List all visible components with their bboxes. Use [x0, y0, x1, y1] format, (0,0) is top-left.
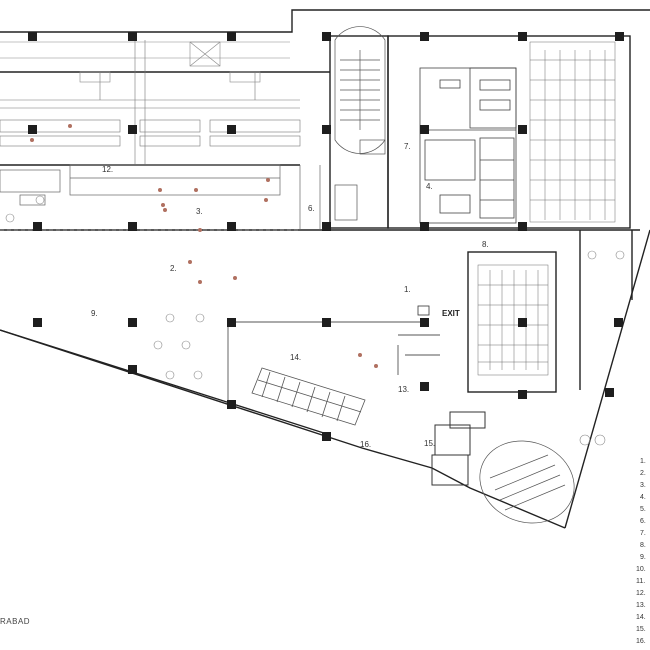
room-label-9: 9. [91, 309, 98, 318]
seating-rows-upper-left [0, 40, 301, 165]
legend-number: 13. [636, 602, 646, 609]
theatre-seating-8 [477, 264, 549, 376]
legend-number: 11. [636, 578, 645, 585]
room-label-4: 4. [426, 182, 433, 191]
table-groups [5, 195, 625, 446]
room-label-2: 2. [170, 264, 177, 273]
stair-core-bottom [479, 440, 575, 524]
footer-location-text: RABAD [0, 617, 30, 626]
legend-number: 1. [640, 458, 646, 465]
room-label-8: 8. [482, 240, 489, 249]
legend-number: 15. [636, 626, 646, 633]
auditorium-seating-top [529, 41, 616, 223]
people-figures [30, 124, 378, 368]
legend-number: 3. [640, 482, 646, 489]
legend-number: 6. [640, 518, 646, 525]
room-label-14: 14. [290, 353, 301, 362]
legend-number: 12. [636, 590, 646, 597]
room-label-15: 15. [424, 439, 435, 448]
room-label-13: 13. [398, 385, 409, 394]
lift-core [431, 411, 486, 486]
legend-number: 7. [640, 530, 646, 537]
stair-core-center [334, 26, 386, 221]
room-label-12: 12. [102, 165, 113, 174]
room-label-7: 7. [404, 142, 411, 151]
structural-columns [28, 32, 624, 441]
room-label-16: 16. [360, 440, 371, 449]
escalator [251, 367, 366, 426]
restroom-block [419, 67, 517, 224]
upper-left-structure [0, 41, 290, 83]
room-label-3: 3. [196, 207, 203, 216]
legend-number: 14. [636, 614, 646, 621]
legend-number: 9. [640, 554, 646, 561]
exit-marker [417, 305, 430, 316]
legend-number: 5. [640, 506, 646, 513]
counter-area [0, 164, 321, 231]
legend-number: 2. [640, 470, 646, 477]
legend-number: 16. [636, 638, 646, 645]
legend-number: 10. [636, 566, 646, 573]
legend-numbers: 1. 2. 3. 4. 5. 6. 7. 8. 9. 10. 11. 12. 1… [636, 458, 646, 645]
legend-number: 8. [640, 542, 646, 549]
exit-sign: EXIT [442, 309, 460, 318]
legend-number: 4. [640, 494, 646, 501]
room-label-6: 6. [308, 204, 315, 213]
room-label-1: 1. [404, 285, 411, 294]
